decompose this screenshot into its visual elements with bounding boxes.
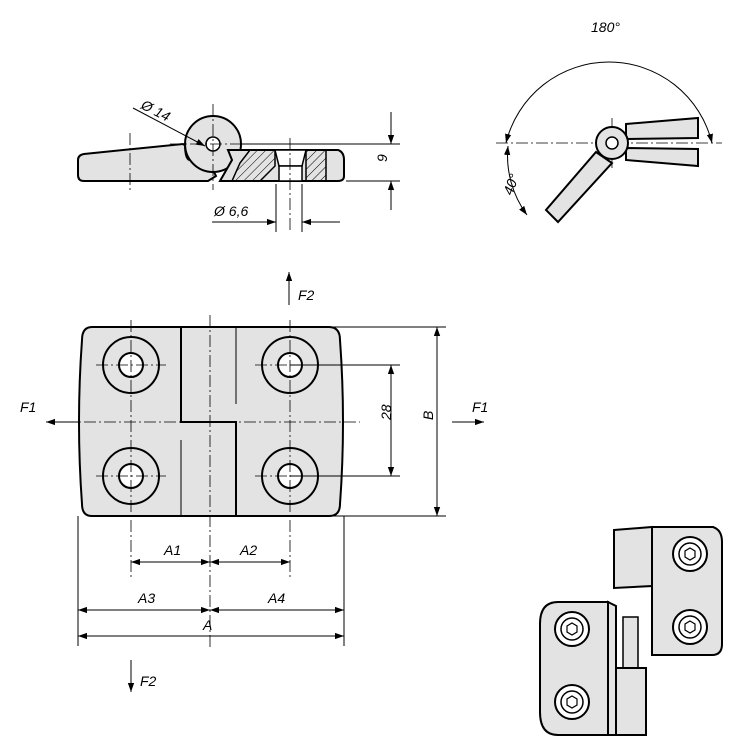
dim-9: 9 bbox=[374, 154, 390, 162]
force-f1-left: F1 bbox=[20, 399, 36, 415]
side-view-section-hatch-right bbox=[305, 149, 327, 182]
hinge-isometric-icon bbox=[539, 525, 723, 736]
force-f2-bottom: F2 bbox=[140, 673, 157, 689]
angle-arc-180 bbox=[505, 61, 713, 144]
side-view-left-leaf bbox=[77, 142, 218, 182]
dim-a3: A3 bbox=[137, 590, 155, 606]
dim-180-deg: 180° bbox=[591, 19, 620, 35]
dim-b: B bbox=[420, 411, 436, 420]
iso-screw-4 bbox=[554, 684, 590, 720]
dim-a2: A2 bbox=[239, 542, 257, 558]
force-f2-top: F2 bbox=[298, 287, 315, 303]
force-f1-right: F1 bbox=[472, 399, 488, 415]
dim-a4: A4 bbox=[267, 590, 285, 606]
dim-a1: A1 bbox=[163, 542, 181, 558]
angle-arc-40 bbox=[503, 145, 528, 216]
dim-a: A bbox=[202, 617, 212, 633]
side-view: Ø 14 Ø 6,6 9 bbox=[77, 96, 400, 232]
dim-dia-6-6: Ø 6,6 bbox=[213, 203, 248, 219]
iso-screw-3 bbox=[554, 611, 590, 647]
side-view-countersink bbox=[274, 149, 307, 167]
angle-view: 180° 40° bbox=[496, 19, 722, 224]
dim-40-deg: 40° bbox=[500, 171, 522, 197]
iso-screw-2 bbox=[672, 609, 708, 645]
dim-28: 28 bbox=[378, 404, 394, 421]
iso-screw-1 bbox=[672, 536, 708, 572]
front-view: F2 F2 F1 F1 28 B A1 A2 A3 A4 A bbox=[20, 272, 488, 692]
